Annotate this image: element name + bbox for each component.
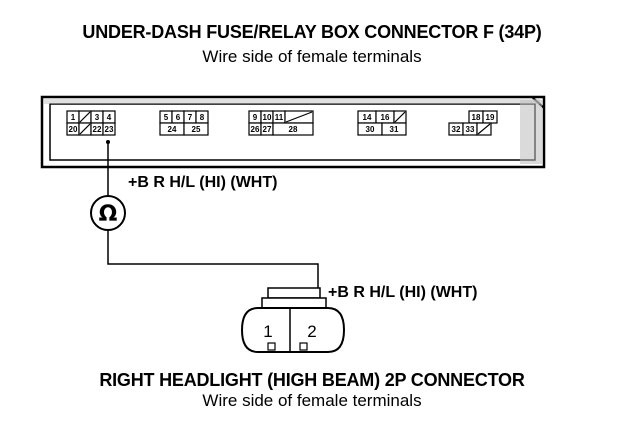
wire-label-top: +B R H/L (HI) (WHT)	[128, 174, 278, 191]
terminal-number: 7	[188, 113, 193, 122]
terminal-number: 10	[263, 113, 272, 122]
terminal-number: 26	[251, 125, 260, 134]
terminal-number: 20	[69, 125, 78, 134]
terminal-cell	[183, 122, 209, 136]
terminal-number: 1	[71, 113, 76, 122]
terminal-number: 16	[381, 113, 390, 122]
terminal-cell	[381, 122, 407, 136]
headlight-pin-2: 2	[307, 322, 316, 341]
terminal-empty-slash	[285, 111, 313, 123]
headlight-pin-1: 1	[263, 322, 272, 341]
ohmmeter-symbol: Ω	[99, 202, 118, 227]
terminal-number: 18	[472, 113, 481, 122]
terminal-number: 30	[366, 125, 375, 134]
terminal-empty-slash	[79, 123, 91, 135]
terminal-number: 28	[289, 125, 298, 134]
terminal-number: 19	[486, 113, 495, 122]
fuse-box-connector-title: UNDER-DASH FUSE/RELAY BOX CONNECTOR F (3…	[82, 22, 542, 42]
terminal-number: 3	[95, 113, 100, 122]
fuse-box-connector-subtitle: Wire side of female terminals	[202, 47, 422, 66]
terminal-number: 25	[192, 125, 201, 134]
fuse-box-connector	[40, 95, 546, 169]
terminal-number: 6	[176, 113, 181, 122]
headlight-connector-title: RIGHT HEADLIGHT (HIGH BEAM) 2P CONNECTOR	[99, 370, 525, 390]
terminal-number: 24	[168, 125, 177, 134]
headlight-connector-subtitle: Wire side of female terminals	[202, 391, 422, 410]
terminal-number: 31	[390, 125, 399, 134]
terminal-number: 11	[275, 113, 284, 122]
terminal-number: 8	[200, 113, 205, 122]
terminal-empty-slash	[477, 123, 491, 135]
terminal-number: 22	[93, 125, 102, 134]
terminal-number: 33	[466, 125, 475, 134]
wire-bottom	[107, 230, 319, 292]
terminal-number: 4	[107, 113, 112, 122]
terminal-cell	[272, 122, 314, 136]
terminal-number: 23	[105, 125, 114, 134]
terminal-number: 27	[263, 125, 272, 134]
terminal-empty-slash	[394, 111, 406, 123]
terminal-empty-slash	[79, 111, 91, 123]
terminal-cell	[102, 122, 116, 136]
terminal-number: 32	[452, 125, 461, 134]
terminal-number: 14	[363, 113, 372, 122]
wire-label-bottom: +B R H/L (HI) (WHT)	[328, 284, 478, 301]
terminal-number: 5	[164, 113, 169, 122]
terminal-number: 9	[253, 113, 258, 122]
headlight-connector: 1 2	[240, 287, 346, 353]
